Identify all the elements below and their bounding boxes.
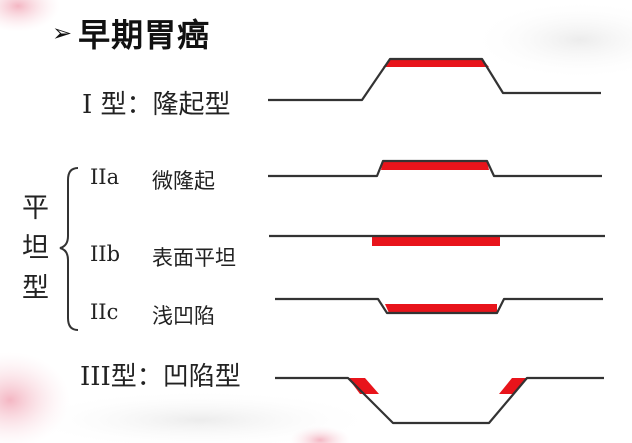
arrow-bullet-icon: ➢	[52, 19, 73, 47]
flat-group-brace	[59, 167, 79, 331]
subtype-iia-mucosa-line	[268, 159, 602, 178]
flat-type-char-1: 平	[22, 193, 49, 224]
subtype-iic-lesion	[385, 304, 497, 313]
type-3-profile	[275, 376, 604, 425]
subtype-iib-name: 表面平坦	[152, 246, 236, 270]
type-3-mucosa-line	[275, 376, 604, 425]
slide-title: ➢ 早期胃癌	[52, 10, 210, 56]
flat-type-char-3: 型	[22, 273, 49, 304]
subtype-iic-profile	[275, 297, 603, 315]
subtype-iic-code: IIc	[90, 300, 119, 324]
subtype-iib-lesion	[372, 236, 500, 246]
petal-top-left	[0, 0, 60, 32]
subtype-iic-name: 浅凹陷	[152, 304, 215, 328]
type-1-mucosa-line	[268, 57, 601, 102]
subtype-iic-mucosa-line	[275, 297, 603, 315]
page-title: 早期胃癌	[78, 16, 211, 54]
type-1-lesion	[383, 59, 489, 67]
subtype-iia-profile	[268, 159, 602, 178]
mist-top-right	[470, 0, 632, 80]
subtype-iib-code: IIb	[90, 242, 121, 266]
mist-bottom	[20, 390, 380, 443]
type-1-label: I 型：隆起型	[82, 90, 231, 120]
subtype-iib-profile	[269, 234, 605, 246]
subtype-iia-lesion	[381, 161, 489, 170]
flat-type-char-2: 坦	[22, 233, 49, 264]
type-3-lesion-right	[499, 378, 527, 394]
subtype-iia-name: 微隆起	[152, 169, 215, 193]
type-3-lesion-left	[348, 378, 379, 394]
type-3-label: III型：凹陷型	[80, 362, 241, 392]
subtype-iia-code: IIa	[90, 165, 120, 189]
type-1-profile	[268, 57, 601, 102]
